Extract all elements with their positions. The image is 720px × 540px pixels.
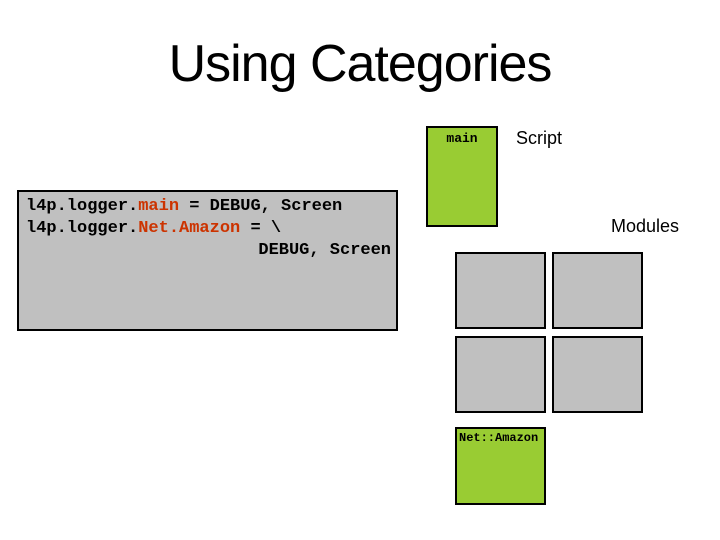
code-line: l4p.logger.main = DEBUG, Screen (26, 196, 391, 218)
module-box (455, 252, 546, 329)
main-category-label: main (446, 131, 478, 146)
code-text: = DEBUG, Screen (179, 197, 343, 216)
module-box (455, 336, 546, 413)
modules-label: Modules (611, 216, 680, 236)
script-label: Script (516, 128, 563, 148)
slide-title: Using Categories (168, 35, 553, 93)
net-amazon-category-box: Net::Amazon (455, 427, 546, 505)
module-box (552, 336, 643, 413)
net-amazon-category-label: Net::Amazon (459, 431, 539, 445)
module-box (552, 252, 643, 329)
code-line: l4p.logger.Net.Amazon = \ (26, 218, 391, 240)
code-category-name: Net.Amazon (138, 219, 241, 238)
code-line: DEBUG, Screen (26, 240, 391, 262)
code-text: l4p.logger. (26, 197, 139, 216)
code-text: = \ (240, 219, 282, 238)
code-text: DEBUG, Screen (258, 241, 391, 260)
code-category-name: main (138, 197, 180, 216)
code-text: l4p.logger. (26, 219, 139, 238)
main-category-box: main (426, 126, 498, 227)
